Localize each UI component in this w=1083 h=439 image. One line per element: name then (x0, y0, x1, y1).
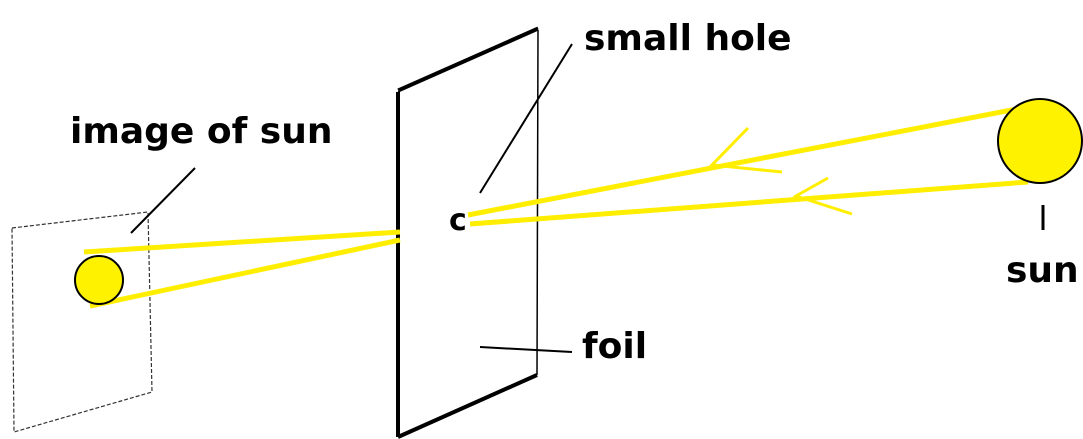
ray-arrow-upper (708, 126, 783, 174)
foil-sheet (396, 26, 539, 439)
incoming-rays (467, 105, 1029, 227)
hole-mark: c (449, 203, 467, 238)
sun-label: sun (1006, 250, 1079, 291)
foil-label: foil (582, 326, 647, 367)
projection-screen (11, 211, 153, 433)
small-hole-label: small hole (584, 18, 792, 59)
foil-pointer (479, 346, 573, 353)
small-hole-pointer (479, 43, 573, 194)
image-of-sun-label: image of sun (70, 111, 332, 152)
image-pointer (130, 167, 196, 234)
outgoing-rays (83, 229, 401, 309)
sun (997, 98, 1083, 184)
sun-image (74, 255, 124, 305)
ray-arrow-lower (792, 176, 853, 216)
